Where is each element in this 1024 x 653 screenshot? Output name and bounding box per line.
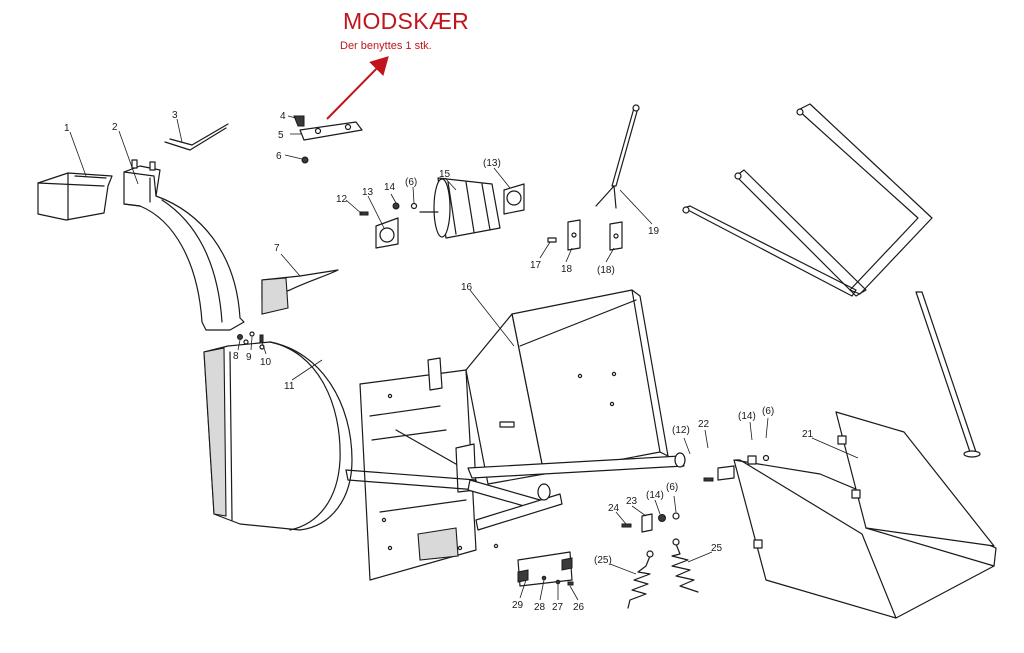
part-11-housing [203,339,353,531]
part-14-nut [392,202,400,210]
label-13: 13 [362,187,374,198]
red-pointer-arrow [326,56,389,120]
label-3: 3 [172,110,178,121]
frame-handle [682,103,933,297]
label-14c: (14) [646,490,664,501]
label-12b: (12) [672,425,690,436]
label-27: 27 [552,602,564,613]
part-18b-blade [609,221,623,251]
label-23: 23 [626,496,638,507]
label-7: 7 [274,243,280,254]
part-3-bent-handle [164,123,229,151]
label-18b: (18) [597,265,615,276]
part-13b-bearing [503,183,525,215]
label-2: 2 [112,122,118,133]
part-14c-nut [658,514,666,522]
part-13-bearing [375,217,399,249]
label-6b: (6) [405,177,417,188]
part-25-spring [671,538,699,593]
label-25b: (25) [594,555,612,566]
label-12: 12 [336,194,348,205]
main-frame-plate [345,357,499,581]
part-27-nut [555,579,561,585]
part-5-counter-knife [293,115,363,164]
label-18: 18 [561,264,573,275]
label-15: 15 [439,169,451,180]
part-9-washer [249,331,255,337]
part-21-feed-tray [733,411,997,619]
part-23-bracket [641,513,653,533]
label-19: 19 [648,226,660,237]
part-6d-washer [672,512,680,520]
label-28: 28 [534,602,546,613]
label-17: 17 [530,260,542,271]
part-25b-spring [627,550,654,609]
label-6: 6 [276,151,282,162]
label-21: 21 [802,429,814,440]
part-19-push-stick [595,104,640,209]
label-6d: (6) [666,482,678,493]
label-9: 9 [246,352,252,363]
label-22: 22 [698,419,710,430]
part-18-blade [567,219,581,251]
part-2-outlet-chute [123,159,245,331]
label-8: 8 [233,351,239,362]
title-modskaer: MODSKÆR [343,8,470,34]
part-16-hopper [465,289,669,485]
label-24: 24 [608,503,620,514]
part-1-chute-cover [37,172,113,221]
part-8-bolt [237,334,243,340]
label-5: 5 [278,130,284,141]
bracket-small [717,465,735,481]
part-12b-axle [467,452,686,531]
support-rod [915,291,981,458]
label-26: 26 [573,602,585,613]
label-11: 11 [284,381,295,392]
label-16: 16 [461,282,473,293]
label-10: 10 [260,357,272,368]
label-29: 29 [512,600,524,611]
leader-lines [69,115,859,601]
part-6c-washer [762,454,770,462]
part-29-plate [517,551,573,587]
label-6c: (6) [762,406,774,417]
label-4: 4 [280,111,286,122]
part-12-bolt [359,211,369,216]
part-26-screw [567,581,574,586]
label-1: 1 [64,123,70,134]
label-14: 14 [384,182,396,193]
part-15-rotor [419,177,501,239]
label-13b: (13) [483,158,501,169]
part-10-screw [259,334,264,343]
part-24-bolt [621,523,632,528]
part-17-pin [547,237,557,243]
part-28-washer [541,575,547,581]
part-6b-washer [410,202,418,210]
part-22-bolt [703,477,714,482]
subtitle-quantity: Der benyttes 1 stk. [340,40,432,52]
label-14b: (14) [738,411,756,422]
part-7-deflector [261,269,339,315]
label-25: 25 [711,543,723,554]
